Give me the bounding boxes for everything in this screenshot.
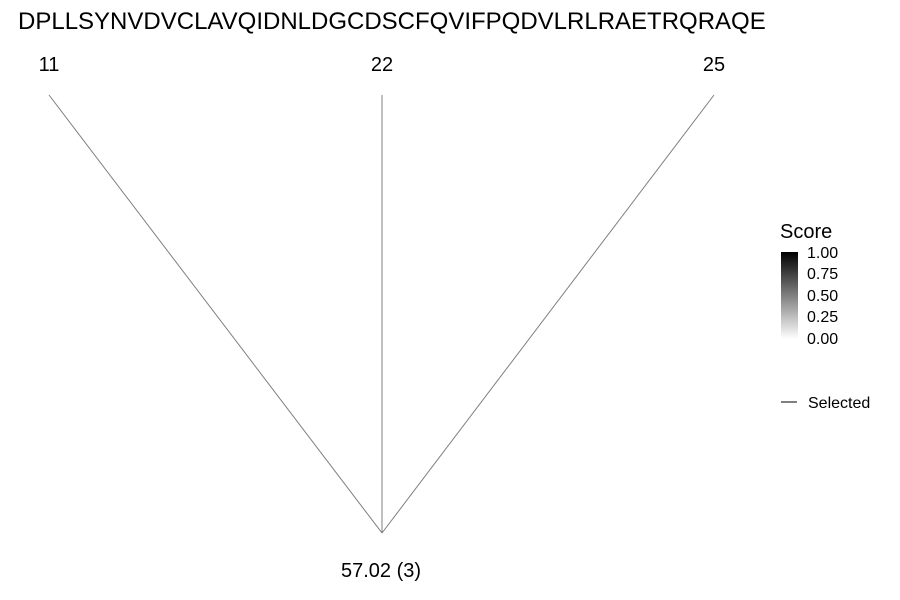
score-gradient-bar <box>781 252 798 339</box>
peptide-sequence: DPLLSYNVDVCLAVQIDNLDGCDSCFQVIFPQDVLRLRAE… <box>18 8 766 35</box>
legend-selected-label: Selected <box>808 395 870 412</box>
position-label-22: 22 <box>371 54 393 76</box>
legend-tick-0-00: 0.00 <box>807 331 838 348</box>
legend-tick-0-25: 0.25 <box>807 309 838 326</box>
position-label-11: 11 <box>39 54 60 76</box>
root-score-label: 57.02 (3) <box>341 560 421 582</box>
legend-title: Score <box>780 221 832 243</box>
legend-tick-0-75: 0.75 <box>807 266 838 283</box>
legend-tick-0-50: 0.50 <box>807 288 838 305</box>
legend-tick-1-00: 1.00 <box>807 245 838 262</box>
edge-to-position-25 <box>381 94 715 534</box>
score-legend: Score 1.00 0.75 0.50 0.25 0.00 Selected <box>780 221 870 412</box>
edge-to-position-11 <box>48 94 383 534</box>
position-label-25: 25 <box>703 54 725 76</box>
